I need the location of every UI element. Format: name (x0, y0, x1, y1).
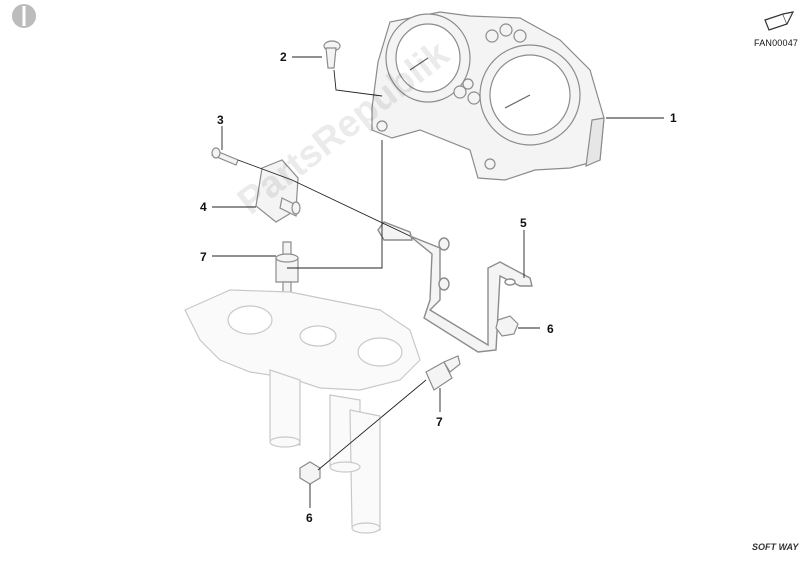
screw-part-3 (211, 147, 239, 166)
spacer-part-7-right (425, 355, 461, 391)
callout-7-left: 7 (200, 250, 207, 264)
bracket-part-5 (377, 221, 533, 353)
triple-clamp (184, 289, 421, 534)
callout-1: 1 (670, 111, 677, 125)
publisher-logo: SOFT WAY (752, 542, 799, 552)
screw-part-2 (323, 40, 341, 69)
callout-2: 2 (280, 50, 287, 64)
part-code: FAN00047 (754, 38, 799, 48)
callout-5: 5 (520, 216, 527, 230)
callout-3: 3 (217, 113, 224, 127)
callout-4: 4 (200, 200, 207, 214)
corner-marker-icon (12, 4, 36, 28)
callout-7-right: 7 (436, 415, 443, 429)
leader-lines (212, 56, 664, 508)
instrument-cluster (371, 11, 605, 181)
callout-6-right: 6 (547, 322, 554, 336)
fwd-arrow-icon (764, 11, 795, 31)
spacer-part-7-left (275, 241, 299, 297)
sensor-part-4 (255, 159, 301, 223)
nut-part-6-lower (299, 461, 321, 485)
nut-part-6-right (495, 315, 519, 337)
callout-6-lower: 6 (306, 511, 313, 525)
